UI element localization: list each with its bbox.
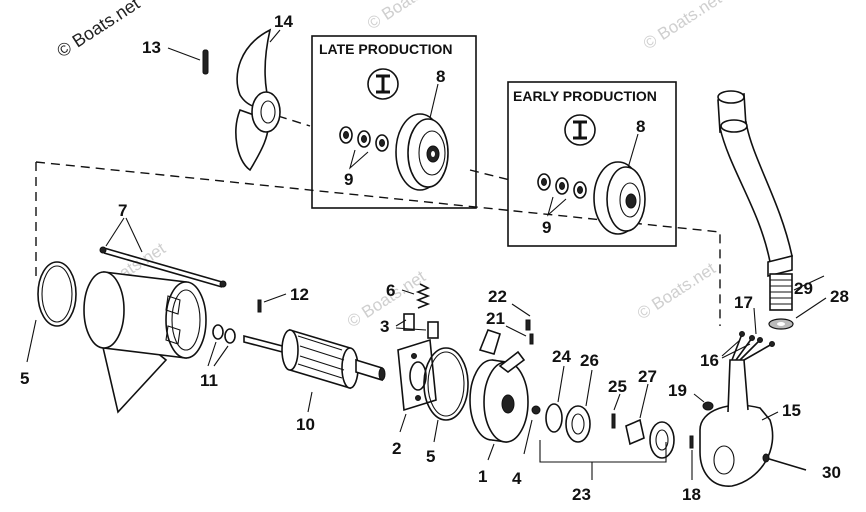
callout-15: 15 [782, 401, 801, 420]
pin-part-12: 12 [257, 285, 309, 313]
callout-5-center: 5 [426, 447, 435, 466]
watermark-mid-right: © Boats.net [634, 259, 719, 324]
washer-set-early [537, 173, 587, 199]
bellows-part-29: 29 28 [768, 273, 849, 330]
callout-23: 23 [572, 485, 591, 504]
spring-part-6: 6 [386, 281, 431, 309]
retainer-ring-part-24: 24 [545, 347, 571, 433]
callout-18: 18 [682, 485, 701, 504]
callout-22: 22 [488, 287, 507, 306]
watermark-top-right: © Boats.net [640, 0, 725, 53]
callout-4: 4 [512, 469, 522, 488]
o-ring-part-5-left: 5 [20, 261, 77, 388]
callout-25: 25 [608, 377, 627, 396]
callout-24: 24 [552, 347, 571, 366]
callout-2: 2 [392, 439, 401, 458]
early-production-box: EARLY PRODUCTION 8 9 [507, 81, 677, 247]
callout-26: 26 [580, 351, 599, 370]
clamp-part-23: 23 [539, 421, 675, 504]
callout-3: 3 [380, 317, 389, 336]
callout-21: 21 [486, 309, 505, 328]
part-25: 25 [608, 377, 627, 429]
through-bolts-part-7: 7 [99, 201, 227, 288]
late-production-title: LATE PRODUCTION [319, 41, 453, 57]
evinrude-logo-icon [564, 114, 596, 146]
motor-frame-housing [83, 271, 207, 414]
wire-ends-part-16-17: 16 17 [700, 293, 757, 370]
propeller-part-14: 14 [235, 12, 293, 172]
callout-17: 17 [734, 293, 753, 312]
callout-11: 11 [200, 371, 218, 390]
callout-14: 14 [274, 12, 293, 31]
fitting-part-19: 19 [668, 381, 714, 411]
callout-8-late: 8 [436, 67, 445, 86]
callout-5-left: 5 [20, 369, 29, 388]
callout-6: 6 [386, 281, 395, 300]
callout-28: 28 [830, 287, 849, 306]
callout-7: 7 [118, 201, 127, 220]
callout-13: 13 [142, 38, 161, 57]
screws-part-21-22: 22 21 [486, 287, 534, 345]
callout-12: 12 [290, 285, 309, 304]
callout-9-early: 9 [542, 218, 551, 237]
callout-16: 16 [700, 351, 719, 370]
callout-10: 10 [296, 415, 315, 434]
pin-part-13: 13 [142, 38, 209, 75]
brushes-part-3: 3 [380, 313, 439, 339]
evinrude-logo-icon [367, 68, 399, 100]
screw-part-30: 30 [762, 453, 841, 482]
washers-part-11: 11 [200, 324, 236, 390]
brush-plate-part-2: 2 [392, 338, 437, 458]
watermark-top-center: © Boats.net [364, 0, 449, 33]
part-27: 27 [625, 367, 657, 446]
washer-set-late [339, 126, 389, 152]
spring-clip-part-26: 26 [565, 351, 599, 443]
o-ring-part-5-center: 5 [423, 347, 469, 466]
pulley-early [593, 161, 646, 235]
nut-part-4: 4 [512, 405, 541, 488]
callout-8-early: 8 [636, 117, 645, 136]
early-production-title: EARLY PRODUCTION [513, 88, 657, 104]
callout-27: 27 [638, 367, 657, 386]
watermark-top-left: © Boats.net [53, 0, 143, 61]
pulley-late [395, 113, 449, 191]
screw-part-18: 18 [682, 435, 701, 504]
callout-1: 1 [478, 467, 487, 486]
callout-29: 29 [794, 279, 813, 298]
late-production-box: LATE PRODUCTION 8 9 [311, 35, 477, 209]
tube-part-28 [717, 90, 793, 278]
solenoid-bracket-part-15: 15 [699, 331, 801, 487]
callout-9-late: 9 [344, 170, 353, 189]
callout-19: 19 [668, 381, 687, 400]
end-cap-part-1: 1 [469, 329, 529, 486]
callout-30: 30 [822, 463, 841, 482]
armature-part-10: 10 [243, 328, 386, 434]
